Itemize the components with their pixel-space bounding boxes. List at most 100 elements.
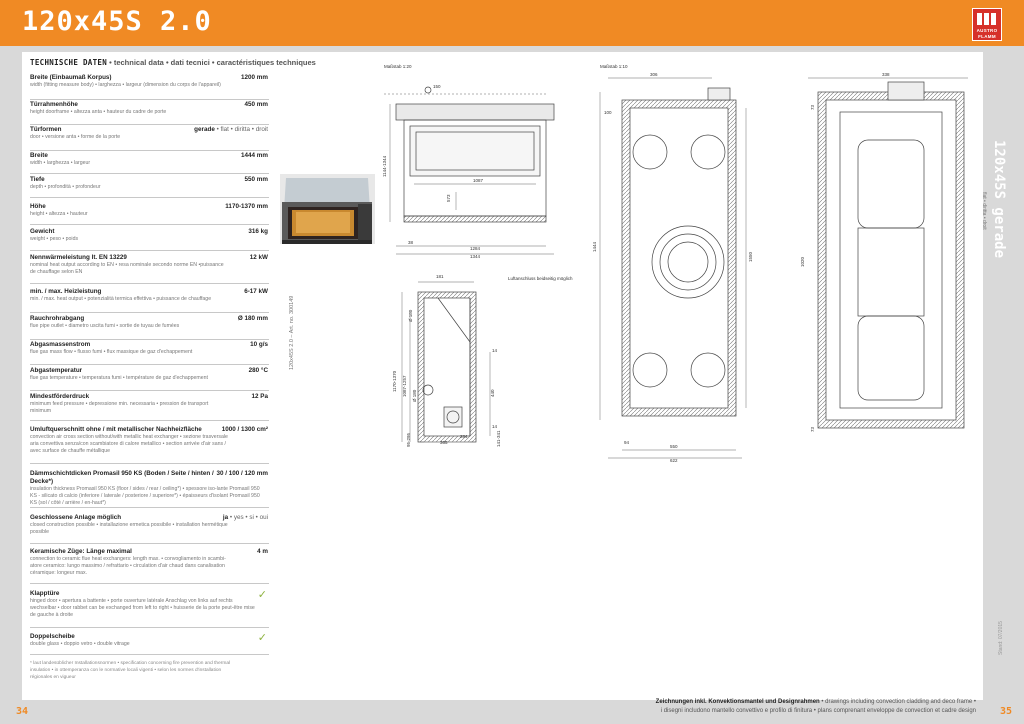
caption-line1-text: • drawings including convection cladding… (819, 699, 976, 705)
dim-label: 73 (810, 426, 815, 432)
spec-desc: height doorframe • altezza anta • hauteu… (30, 109, 167, 115)
page-title: 120x45S 2.0 (22, 6, 212, 37)
logo-mark-icon (977, 13, 997, 25)
spec-value-options: • yes • si • oui (228, 514, 268, 521)
austroflamm-logo: AUSTRO FLAMM (972, 8, 1002, 41)
side-note: Luftanschluss beidseitig möglich (508, 276, 573, 281)
right-sidebar (983, 52, 1024, 700)
dim-label: 141-341 (496, 430, 501, 447)
dim-label: 38 (408, 240, 414, 245)
spec-title: Breite (30, 152, 48, 159)
spec-row-depth: Tiefe 550 mm depth • profondità • profon… (30, 176, 269, 198)
spec-title: min. / max. Heizleistung (30, 288, 102, 295)
spec-value: 10 g/s (250, 341, 268, 348)
spec-title: Nennwärmeleistung lt. EN 13229 (30, 254, 127, 261)
dim-label: 1087-1257 (402, 375, 407, 397)
spec-desc: minimum feed pressure • depressione min.… (30, 401, 209, 414)
spec-row-door-frame-height: Türrahmenhöhe 450 mm height doorframe • … (30, 101, 269, 125)
dim-label: 1144-1344 (382, 155, 387, 177)
spec-title: Doppelscheibe (30, 633, 75, 640)
sidebar-date: Stand: 07/2015 (998, 621, 1004, 655)
dim-label: 1284 (470, 246, 481, 251)
spec-desc: flue gas mass flow • flusso fumi • flux … (30, 349, 193, 355)
spec-value: 1444 mm (241, 152, 268, 159)
spec-desc: flue gas temperature • temperatura fumi … (30, 375, 208, 381)
dim-label: 622 (670, 458, 678, 463)
spec-desc: door • versione anta • forme de la porte (30, 134, 121, 140)
spec-panel (22, 52, 278, 700)
dim-label: 94 (624, 440, 630, 445)
spec-desc: connection to ceramic flue heat exchange… (30, 556, 226, 576)
dim-label: 14 (492, 424, 498, 429)
header-bar: 120x45S 2.0 AUSTRO FLAMM (0, 0, 1024, 46)
dim-label: 1344 (470, 254, 481, 259)
spec-value: 550 mm (244, 176, 268, 183)
spec-value: gerade • flat • diritta • droit (194, 126, 268, 134)
dim-label: 338 (882, 72, 890, 77)
dim-label: 1087 (473, 178, 484, 183)
checkmark-icon: ✓ (257, 589, 267, 601)
dim-label: 1444 (592, 241, 597, 252)
spec-value-options: • flat • diritta • droit (214, 126, 268, 133)
checkmark-icon: ✓ (257, 632, 267, 644)
spec-value: 4 m (257, 548, 268, 555)
spec-value: 1170-1370 mm (225, 203, 268, 210)
dim-label: 573 (446, 194, 451, 202)
dim-label: 1020 (800, 256, 805, 267)
spec-value: 12 Pa (251, 393, 268, 400)
spec-row-insulation-thickness: Dämmschichtdicken Promasil 950 KS (Boden… (30, 470, 269, 508)
spec-title: Dämmschichtdicken Promasil 950 KS (Boden… (30, 470, 214, 485)
spec-desc: flue pipe outlet • diametro uscita fumi … (30, 323, 180, 329)
drawings-caption: Zeichnungen inkl. Konvektionsmantel und … (656, 698, 976, 716)
spec-desc: weight • peso • poids (30, 236, 79, 242)
spec-title: Geschlossene Anlage möglich (30, 514, 122, 521)
spec-title: Türrahmenhöhe (30, 101, 78, 108)
spec-row-flue-outlet: Rauchrohrabgang Ø 180 mm flue pipe outle… (30, 315, 269, 340)
spec-value: 12 kW (249, 254, 268, 261)
dim-label: 150 (433, 84, 441, 89)
dim-label: Ø 180 (408, 309, 413, 322)
spec-row-double-glass: Doppelscheibe ✓ double glass • doppio ve… (30, 633, 269, 655)
dim-label: Ø 180 (412, 389, 417, 402)
logo-text-top: AUSTRO (976, 28, 998, 33)
side-section-drawing: 181 Luftanschluss beidseitig möglich Ø 1… (392, 274, 573, 447)
technical-data-heading-main: TECHNISCHE DATEN (30, 58, 108, 67)
spec-row-weight: Gewicht 316 kg weight • peso • poids (30, 228, 269, 251)
spec-desc: depth • profondità • profondeur (30, 184, 101, 190)
technical-data-heading: TECHNISCHE DATEN • technical data • dati… (30, 58, 316, 67)
spec-title: Mindestförderdruck (30, 393, 90, 400)
spec-row-height: Höhe 1170-1370 mm height • altezza • hau… (30, 203, 269, 225)
caption-bold: Zeichnungen inkl. Konvektionsmantel und … (655, 699, 820, 705)
spec-value: 450 mm (244, 101, 268, 108)
dim-label: 73 (810, 104, 815, 110)
spec-value: 6-17 kW (244, 288, 268, 295)
spec-row-flue-gas-temperature: Abgastemperatur 280 °C flue gas temperat… (30, 367, 269, 391)
spec-title: Höhe (30, 203, 46, 210)
spec-value: ja • yes • si • oui (223, 514, 268, 522)
scale-front-label: Maßstab 1:20 (384, 64, 412, 69)
top-section-drawing: Maßstab 1:10 306 338 100 1444 1550 550 6… (592, 64, 968, 463)
spec-row-flue-gas-mass-flow: Abgasmassenstrom 10 g/s flue gas mass fl… (30, 341, 269, 365)
spec-value-main: ja (222, 514, 229, 521)
front-view-drawing: Maßstab 1:20 150 1087 573 1144-1344 38 1… (382, 64, 555, 259)
sidebar-title: 120x45S gerade (991, 140, 1007, 259)
dim-label: 95-295 (406, 432, 411, 447)
footnote: * laut landesüblicher Installationsnorme… (30, 661, 231, 680)
technical-drawings: Maßstab 1:20 150 1087 573 1144-1344 38 1… (280, 64, 968, 463)
dim-label: 440 (490, 389, 495, 397)
dim-label: 306 (650, 72, 658, 77)
dim-label: 181 (436, 274, 444, 279)
spec-row-width-body: Breite (Einbaumaß Korpus) 1200 mm width … (30, 74, 269, 100)
spec-title: Tiefe (30, 176, 45, 183)
spec-row-ceramic-flue-length: Keramische Züge: Länge maximal 4 m conne… (30, 548, 269, 584)
spec-value-main: gerade (194, 126, 215, 133)
spec-row-hinged-door: Klapptüre ✓ hinged door • apertura a bat… (30, 590, 269, 628)
technical-data-heading-sub: • technical data • dati tecnici • caract… (107, 58, 316, 67)
dim-label: 1550 (748, 251, 753, 262)
spec-desc: closed construction possible • installaz… (30, 522, 228, 535)
spec-desc: hinged door • apertura a battente • port… (30, 598, 255, 618)
spec-title: Umluftquerschnitt ohne / mit metallische… (30, 426, 202, 433)
spec-row-door-forms: Türformen gerade • flat • diritta • droi… (30, 126, 269, 151)
spec-title: Rauchrohrabgang (30, 315, 85, 322)
spec-title: Keramische Züge: Länge maximal (30, 548, 132, 555)
